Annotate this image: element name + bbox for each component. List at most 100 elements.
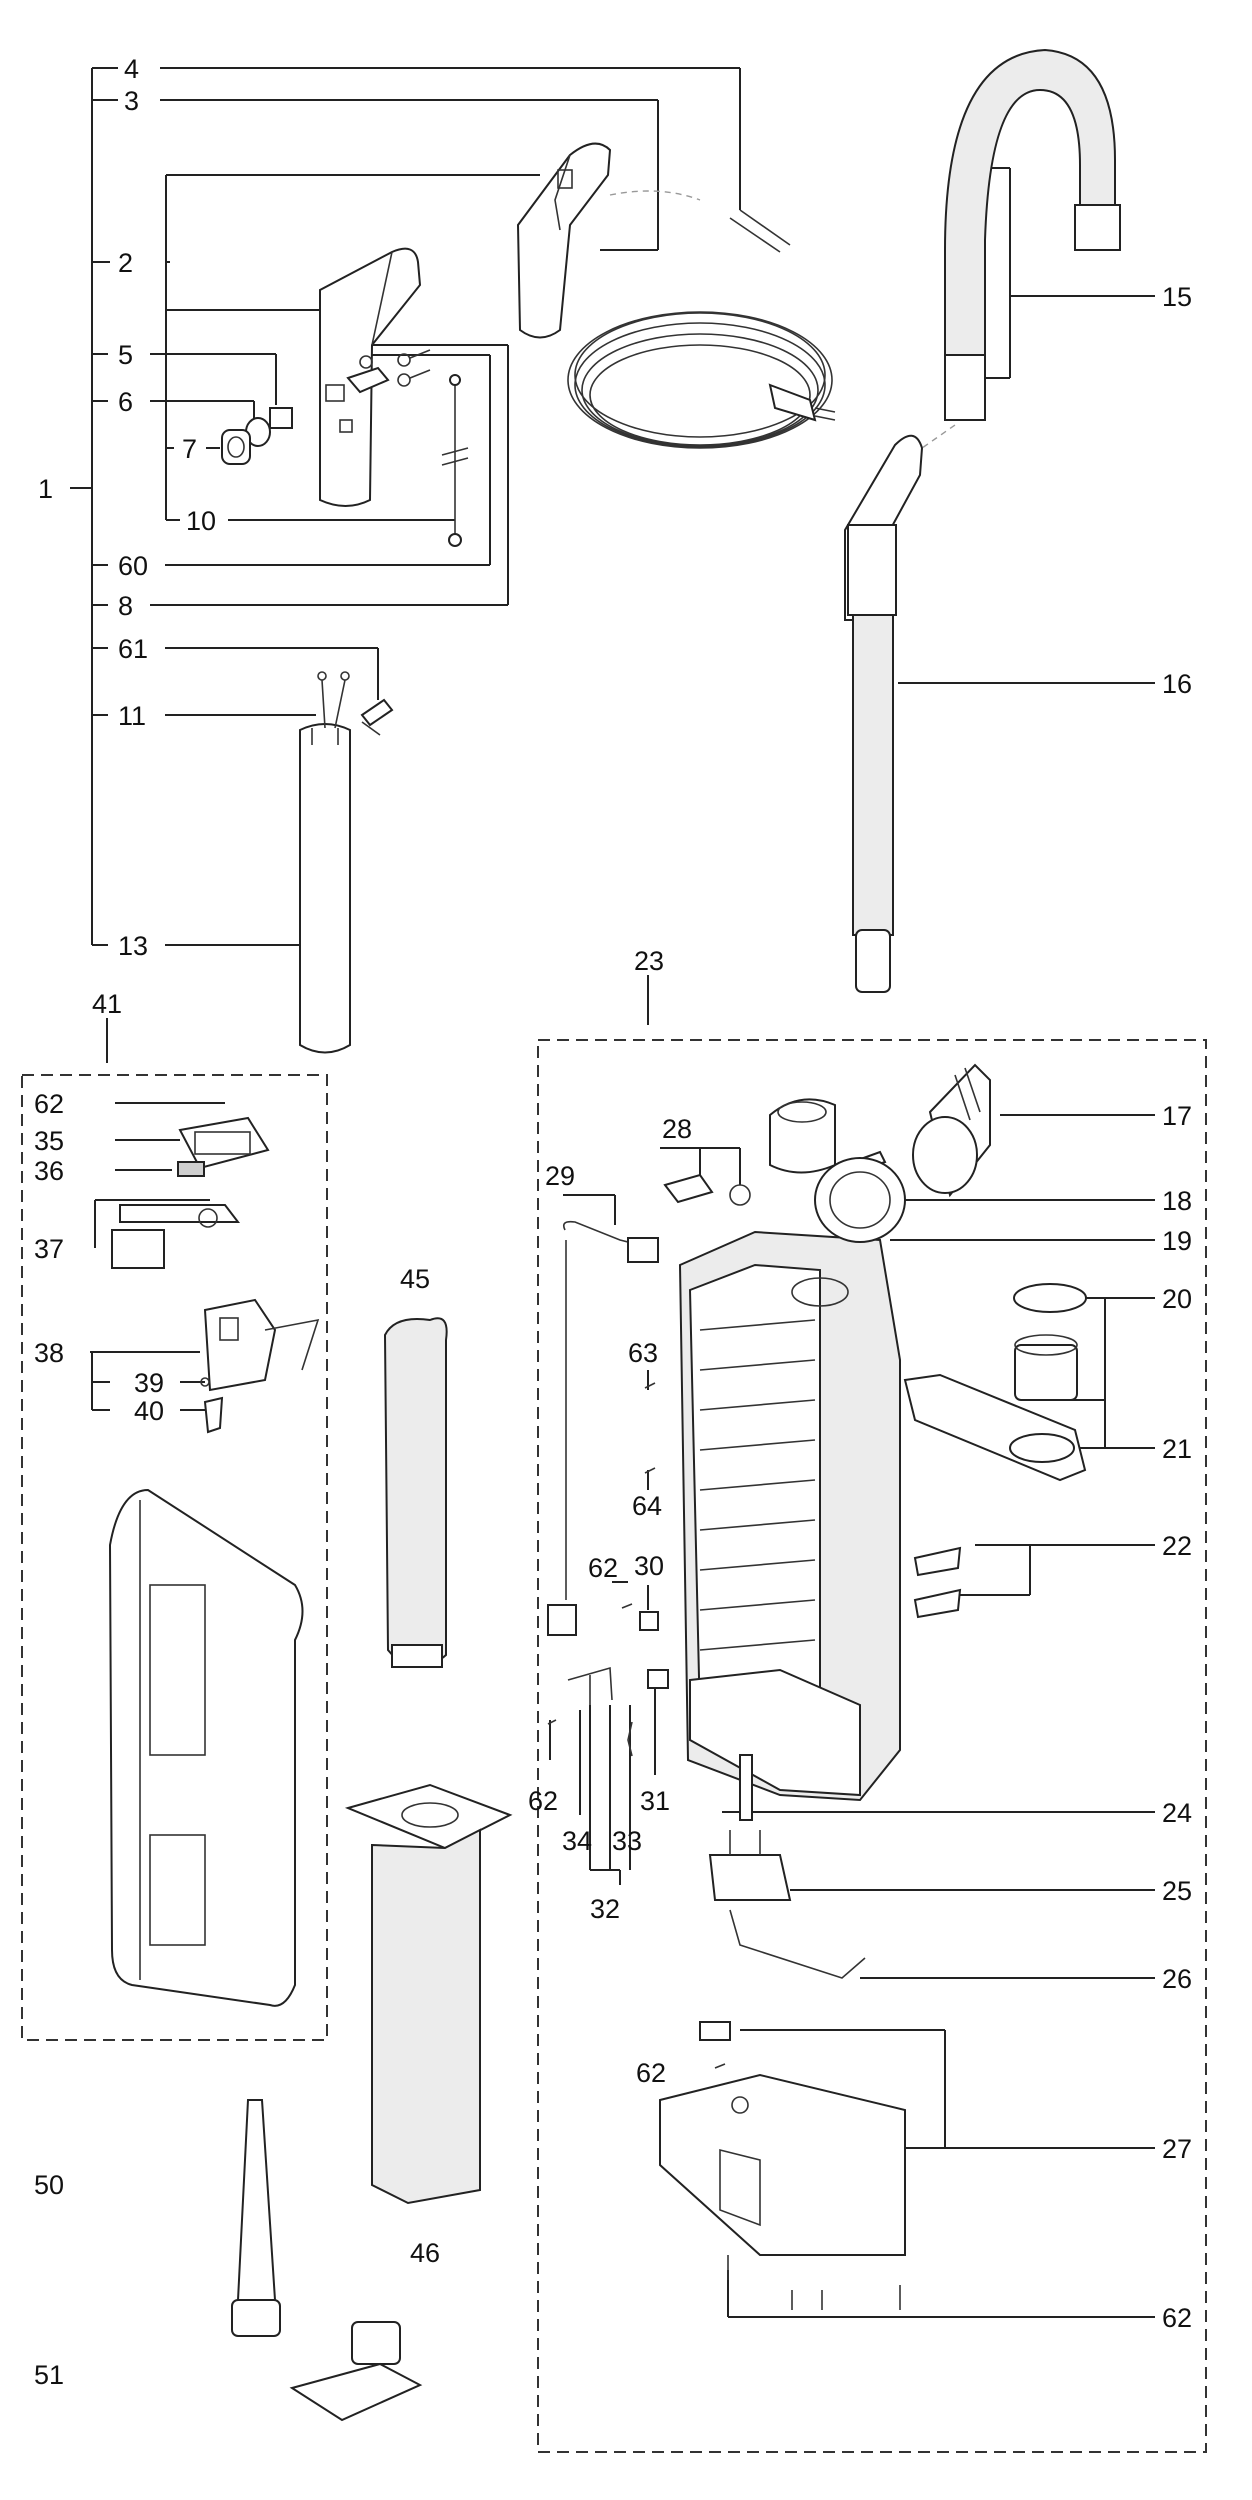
label-33: 33 [612, 1826, 642, 1856]
label-10: 10 [186, 506, 216, 536]
label-41: 41 [92, 989, 122, 1019]
label-61: 61 [118, 634, 148, 664]
label-40: 40 [134, 1396, 164, 1426]
label-8: 8 [118, 591, 133, 621]
label-22: 22 [1162, 1531, 1192, 1561]
leader-lines-hose-wand [898, 167, 1155, 684]
label-27: 27 [1162, 2134, 1192, 2164]
leader-lines-box-23 [549, 975, 1155, 2318]
label-11: 11 [118, 701, 146, 731]
label-19: 19 [1162, 1226, 1192, 1256]
fitting-part-27 [699, 2021, 731, 2041]
label-63: 63 [628, 1338, 658, 1368]
label-50: 50 [34, 2170, 64, 2200]
part-labels: 1 2 3 4 5 6 7 10 60 8 61 11 13 15 16 41 … [34, 54, 1192, 2390]
assembly-box-41 [21, 1074, 328, 2041]
base-housing-part-27 [659, 2073, 906, 2256]
filter-holder-part-37 [111, 1204, 241, 1269]
label-29: 29 [545, 1161, 575, 1191]
label-1: 1 [38, 474, 53, 504]
label-62-box41: 62 [34, 1089, 64, 1119]
filter-bag-part-45 [383, 1317, 448, 1668]
top-cap-17 [769, 1098, 836, 1174]
label-25: 25 [1162, 1876, 1192, 1906]
front-cover-panel [108, 1488, 304, 2007]
power-cord-part-4 [567, 190, 836, 449]
screws-62-63-64 [547, 1382, 726, 2069]
coupling-part-20 [1013, 1283, 1087, 1401]
assembly-box-23 [537, 1039, 1207, 2453]
label-34: 34 [562, 1826, 592, 1856]
housing-ribs [699, 1319, 816, 1651]
pad-part-36 [177, 1161, 205, 1177]
label-60: 60 [118, 551, 148, 581]
label-2: 2 [118, 248, 133, 278]
label-32: 32 [590, 1894, 620, 1924]
clips-part-22 [913, 1546, 962, 1619]
handle-tube-part-13 [299, 723, 351, 1054]
latch-assembly-part-38 [203, 1298, 320, 1392]
label-30: 30 [634, 1551, 664, 1581]
latch-part-25 [708, 1830, 792, 1901]
label-4: 4 [124, 54, 139, 84]
label-13: 13 [118, 931, 148, 961]
label-16: 16 [1162, 669, 1192, 699]
label-46: 46 [410, 2238, 440, 2268]
label-37: 37 [34, 1234, 64, 1264]
dust-bag-part-46 [344, 1783, 513, 2205]
label-64: 64 [632, 1491, 662, 1521]
label-17: 17 [1162, 1101, 1192, 1131]
rod-part-24 [739, 1754, 753, 1821]
label-23: 23 [634, 946, 664, 976]
label-15: 15 [1162, 282, 1192, 312]
upholstery-tool-part-51 [289, 2321, 423, 2422]
internal-cable-part-10 [441, 374, 469, 547]
label-28: 28 [662, 1114, 692, 1144]
label-62-left: 62 [528, 1786, 558, 1816]
elbow-part-19 [814, 1157, 906, 1243]
label-62-base: 62 [636, 2058, 666, 2088]
label-36: 36 [34, 1156, 64, 1186]
label-18: 18 [1162, 1186, 1192, 1216]
cable-clamp-part-8 [346, 349, 431, 394]
label-20: 20 [1162, 1284, 1192, 1314]
label-26: 26 [1162, 1964, 1192, 1994]
label-62-bottom: 62 [1162, 2303, 1192, 2333]
screw-part-61 [360, 698, 394, 736]
label-24: 24 [1162, 1798, 1192, 1828]
label-62-mid: 62 [588, 1553, 618, 1583]
switch-part-31 [647, 1669, 669, 1689]
motor-part-28 [663, 1173, 751, 1206]
wiring-harness-part-29 [547, 1220, 659, 1636]
label-39: 39 [134, 1368, 164, 1398]
crevice-tool-part-50 [231, 2099, 281, 2337]
clip-part-40 [203, 1396, 224, 1434]
wire-part-26 [729, 1909, 866, 1979]
label-31: 31 [640, 1786, 670, 1816]
wand-part-16 [844, 434, 924, 993]
label-21: 21 [1162, 1434, 1192, 1464]
terminal-part-30 [639, 1611, 659, 1631]
wires-part-11 [317, 671, 350, 729]
main-housing-body [678, 1230, 901, 1802]
label-35: 35 [34, 1126, 64, 1156]
spring-part-39 [200, 1377, 210, 1387]
label-3: 3 [124, 86, 139, 116]
label-38: 38 [34, 1338, 64, 1368]
label-6: 6 [118, 387, 133, 417]
switch-part-5 [269, 407, 293, 429]
cover-bracket-part-35 [178, 1116, 270, 1170]
label-51: 51 [34, 2360, 64, 2390]
clip-34 [567, 1666, 613, 1705]
label-5: 5 [118, 340, 133, 370]
switch-cover-part-7 [221, 429, 251, 465]
exhaust-grille-part-17 [912, 1063, 991, 1198]
screws-part-62-bottom [727, 2255, 901, 2310]
label-7: 7 [182, 434, 197, 464]
label-45: 45 [400, 1264, 430, 1294]
spring-33 [627, 1721, 633, 1757]
hose-part-15 [904, 48, 1121, 461]
leader-lines-handle-group [70, 67, 741, 946]
bracket-part-21 [903, 1373, 1087, 1482]
